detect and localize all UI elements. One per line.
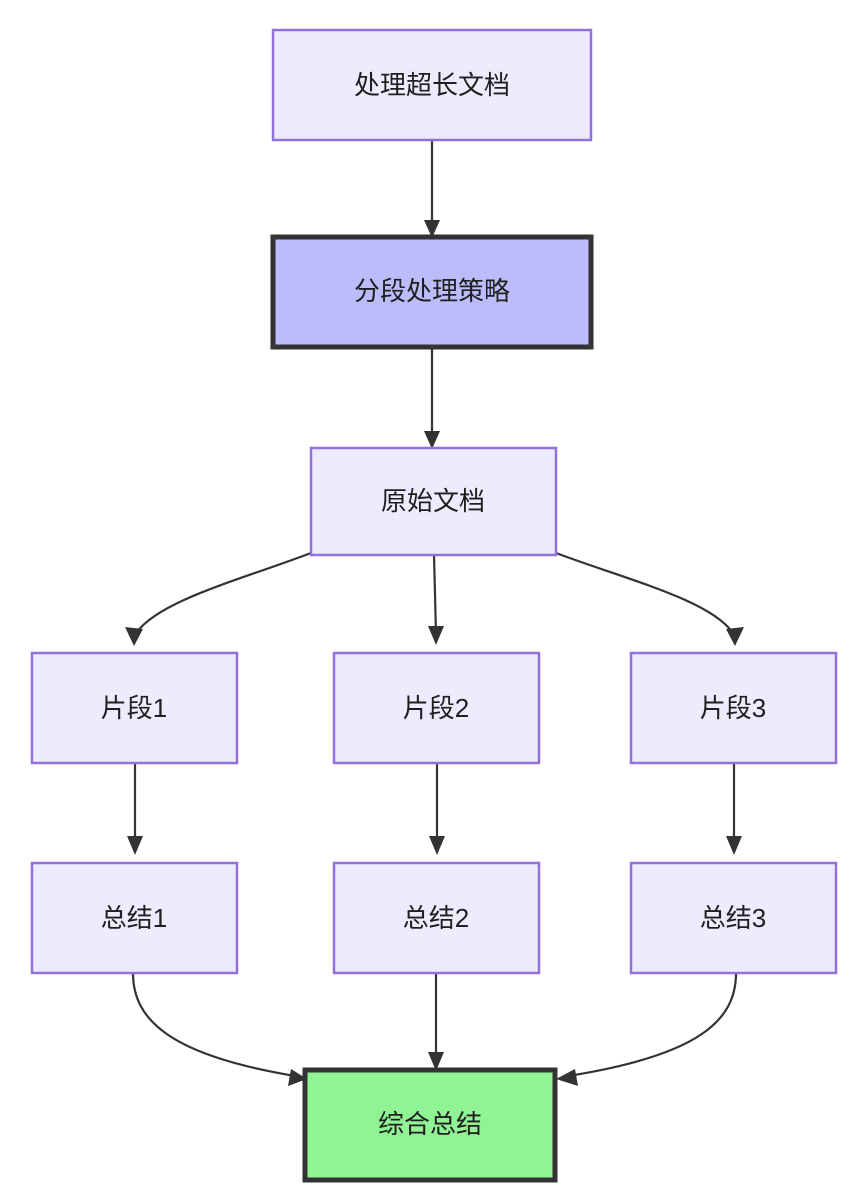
- node-fragment-3[interactable]: 片段3: [629, 651, 838, 765]
- node-summary-3[interactable]: 总结3: [629, 861, 838, 975]
- edge-summary2-to-final: [428, 973, 444, 1071]
- edge-layer: [125, 140, 744, 1086]
- node-summary-2[interactable]: 总结2: [332, 861, 541, 975]
- node-layer: 处理超长文档 分段处理策略 原始文档 片段1 片段2: [30, 28, 838, 1183]
- edge-fragment2-to-summary2: [429, 763, 445, 855]
- node-label-final-summary: 综合总结: [378, 1109, 482, 1139]
- node-summary-1[interactable]: 总结1: [30, 861, 239, 975]
- node-final-summary[interactable]: 综合总结: [302, 1067, 558, 1183]
- edge-summary1-to-final: [131, 972, 307, 1086]
- node-fragment-1[interactable]: 片段1: [30, 651, 239, 765]
- edge-process-to-strategy: [424, 140, 440, 238]
- edge-original-to-fragment2: [428, 554, 444, 645]
- edge-strategy-to-original: [424, 347, 440, 449]
- node-label-process-long-document: 处理超长文档: [354, 70, 510, 100]
- node-original-document[interactable]: 原始文档: [309, 446, 558, 557]
- edge-original-to-fragment3: [555, 551, 744, 646]
- node-process-long-document[interactable]: 处理超长文档: [271, 28, 593, 142]
- node-label-summary-3: 总结3: [700, 903, 766, 933]
- edge-original-to-fragment1: [125, 551, 312, 646]
- node-label-original-document: 原始文档: [381, 486, 485, 516]
- node-label-summary-2: 总结2: [403, 903, 469, 933]
- edge-summary3-to-final: [556, 972, 738, 1086]
- node-label-summary-1: 总结1: [101, 903, 167, 933]
- edge-fragment1-to-summary1: [127, 763, 143, 855]
- node-chunk-strategy[interactable]: 分段处理策略: [270, 234, 594, 350]
- node-label-fragment-2: 片段2: [403, 693, 469, 723]
- edge-fragment3-to-summary3: [726, 763, 742, 855]
- node-label-chunk-strategy: 分段处理策略: [354, 276, 510, 306]
- node-fragment-2[interactable]: 片段2: [332, 651, 541, 765]
- node-label-fragment-3: 片段3: [700, 693, 766, 723]
- node-label-fragment-1: 片段1: [101, 693, 167, 723]
